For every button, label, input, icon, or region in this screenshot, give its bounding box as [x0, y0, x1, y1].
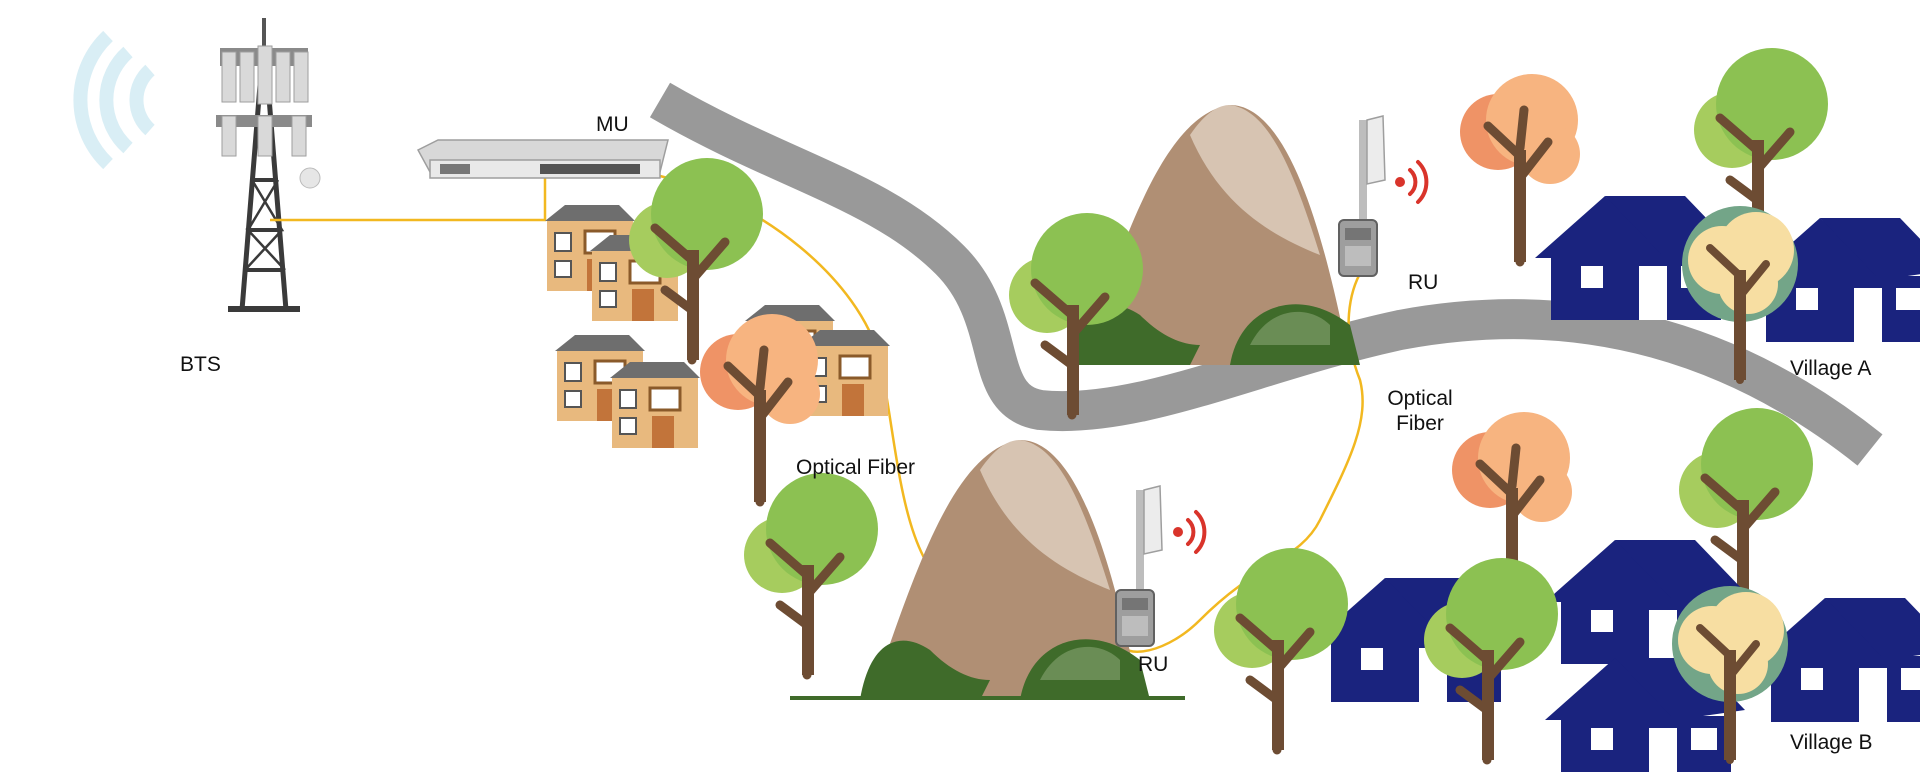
wireless-signal-icon — [73, 30, 155, 170]
cell-tower-icon — [216, 18, 321, 312]
remote-unit-icon — [1338, 115, 1386, 277]
village-a-label: Village A — [1790, 357, 1872, 380]
optical-fiber-label-line2: Fiber — [1396, 412, 1444, 436]
wireless-signal-icon — [1393, 160, 1429, 204]
multiplexer-unit-icon — [416, 139, 669, 179]
remote-unit-icon — [1115, 485, 1163, 647]
mu-label: MU — [596, 113, 629, 136]
wireless-signal-icon — [1171, 510, 1207, 554]
optical-fiber-label: Optical Fiber — [1380, 386, 1460, 436]
road — [649, 82, 1883, 466]
bts-label: BTS — [180, 353, 221, 376]
optical-fiber-label-line1: Optical — [1387, 387, 1453, 410]
tree-icon — [1460, 74, 1580, 262]
village-b-label: Village B — [1790, 731, 1873, 754]
ru-label: RU — [1138, 653, 1169, 676]
optical-fiber-label: Optical Fiber — [796, 456, 916, 479]
ru-label: RU — [1408, 271, 1439, 294]
tree-icon — [1214, 548, 1348, 750]
village-b — [1214, 408, 1920, 772]
